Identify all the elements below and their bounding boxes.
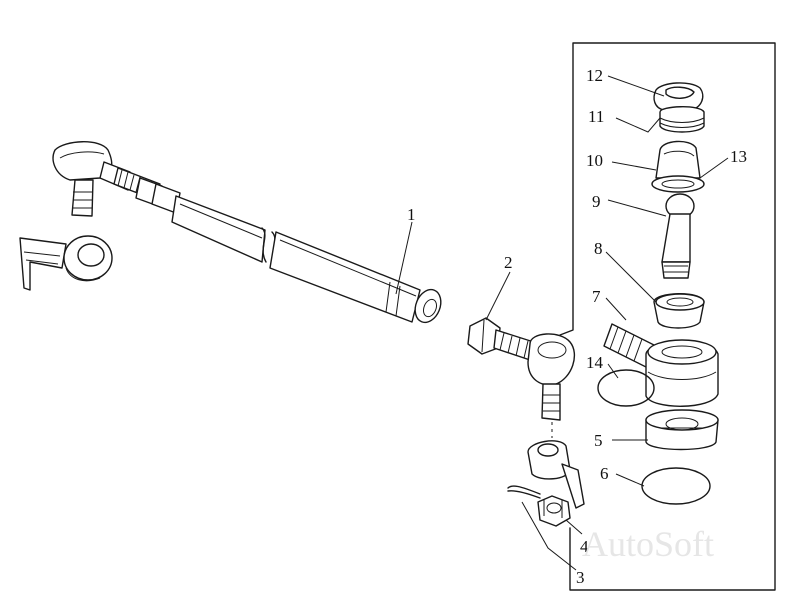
callout-4: 4 (580, 537, 589, 556)
callout-11: 11 (588, 107, 604, 126)
callout-8: 8 (594, 239, 603, 258)
callout-9: 9 (592, 192, 601, 211)
castle-nut (537, 495, 571, 527)
callout-6: 6 (600, 464, 609, 483)
callout-5: 5 (594, 431, 603, 450)
part-7-housing (603, 323, 719, 407)
leader-lines (395, 75, 729, 571)
part-12-plug (653, 82, 704, 111)
part-8-liner (653, 293, 705, 329)
callout-7: 7 (592, 287, 601, 306)
watermark: AutoSoft (582, 524, 714, 564)
part-13-washer (651, 175, 705, 193)
boot-seal (527, 440, 585, 509)
clamp-nut (135, 177, 181, 214)
part-14-ring (597, 369, 655, 407)
callout-14: 14 (586, 353, 604, 372)
part-9-ball-pin (661, 193, 695, 279)
callout-1: 1 (407, 205, 416, 224)
tie-rod-tube (171, 195, 442, 324)
part-11-ring (659, 106, 705, 133)
part-5-base-plate (645, 409, 719, 451)
part-10-cap (655, 140, 701, 179)
callout-3: 3 (576, 568, 585, 587)
callout-10: 10 (586, 151, 603, 170)
steering-arm-fragment (19, 235, 113, 291)
cotter-pin (507, 485, 541, 499)
callout-13: 13 (730, 147, 747, 166)
tie-rod-end-right (467, 317, 575, 438)
callout-2: 2 (504, 253, 513, 272)
part-6-ring (641, 467, 711, 505)
callout-12: 12 (586, 66, 603, 85)
